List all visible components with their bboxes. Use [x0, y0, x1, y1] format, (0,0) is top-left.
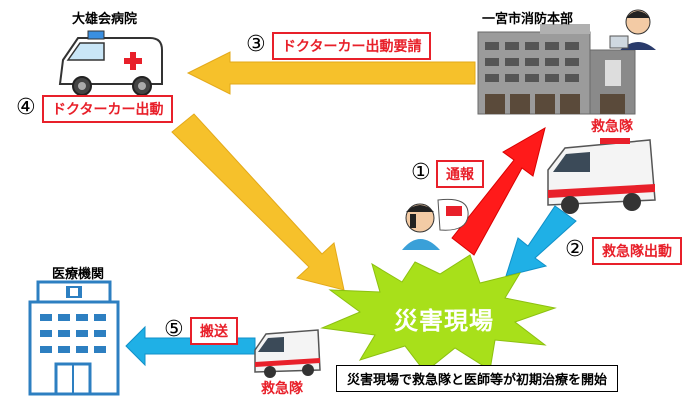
fire-department-building	[477, 24, 636, 115]
arrow-report	[451, 126, 546, 256]
arrow-doctor-car-dispatch	[171, 113, 345, 291]
initial-treatment-notice: 災害現場で救急隊と医師等が初期治療を開始	[336, 365, 619, 392]
disaster-burst	[320, 254, 557, 373]
step-3-number: ③	[246, 32, 266, 57]
ambulance-icon-top	[547, 138, 656, 214]
step-5-label: 搬送	[190, 317, 238, 345]
arrow-request-doctor-car	[186, 51, 476, 95]
operator-icon	[609, 9, 656, 50]
ambulance-team-label-top: 救急隊	[591, 119, 633, 135]
step-1-number: ①	[411, 160, 431, 185]
arrow-ambulance-dispatch	[505, 205, 577, 277]
arrow-transport	[125, 325, 256, 367]
step-1-label: 通報	[436, 160, 484, 188]
doctor-car-icon	[58, 30, 163, 96]
ambulance-icon-bottom	[254, 329, 321, 378]
step-5-number: ⑤	[164, 317, 184, 342]
step-3-label: ドクターカー出動要請	[272, 32, 432, 60]
caller-icon	[402, 198, 469, 250]
fire-department-title: 一宮市消防本部	[482, 12, 574, 27]
step-4-number: ④	[16, 95, 36, 120]
step-4-label: ドクターカー出動	[42, 95, 174, 123]
step-2-number: ②	[565, 237, 585, 262]
ambulance-team-label-bottom: 救急隊	[261, 381, 303, 397]
step-2-label: 救急隊出動	[592, 237, 682, 265]
medical-facility-building	[28, 280, 120, 396]
disaster-site-label: 災害現場	[394, 307, 494, 335]
medical-facility-title: 医療機関	[52, 267, 105, 282]
hospital-title: 大雄会病院	[72, 12, 138, 27]
